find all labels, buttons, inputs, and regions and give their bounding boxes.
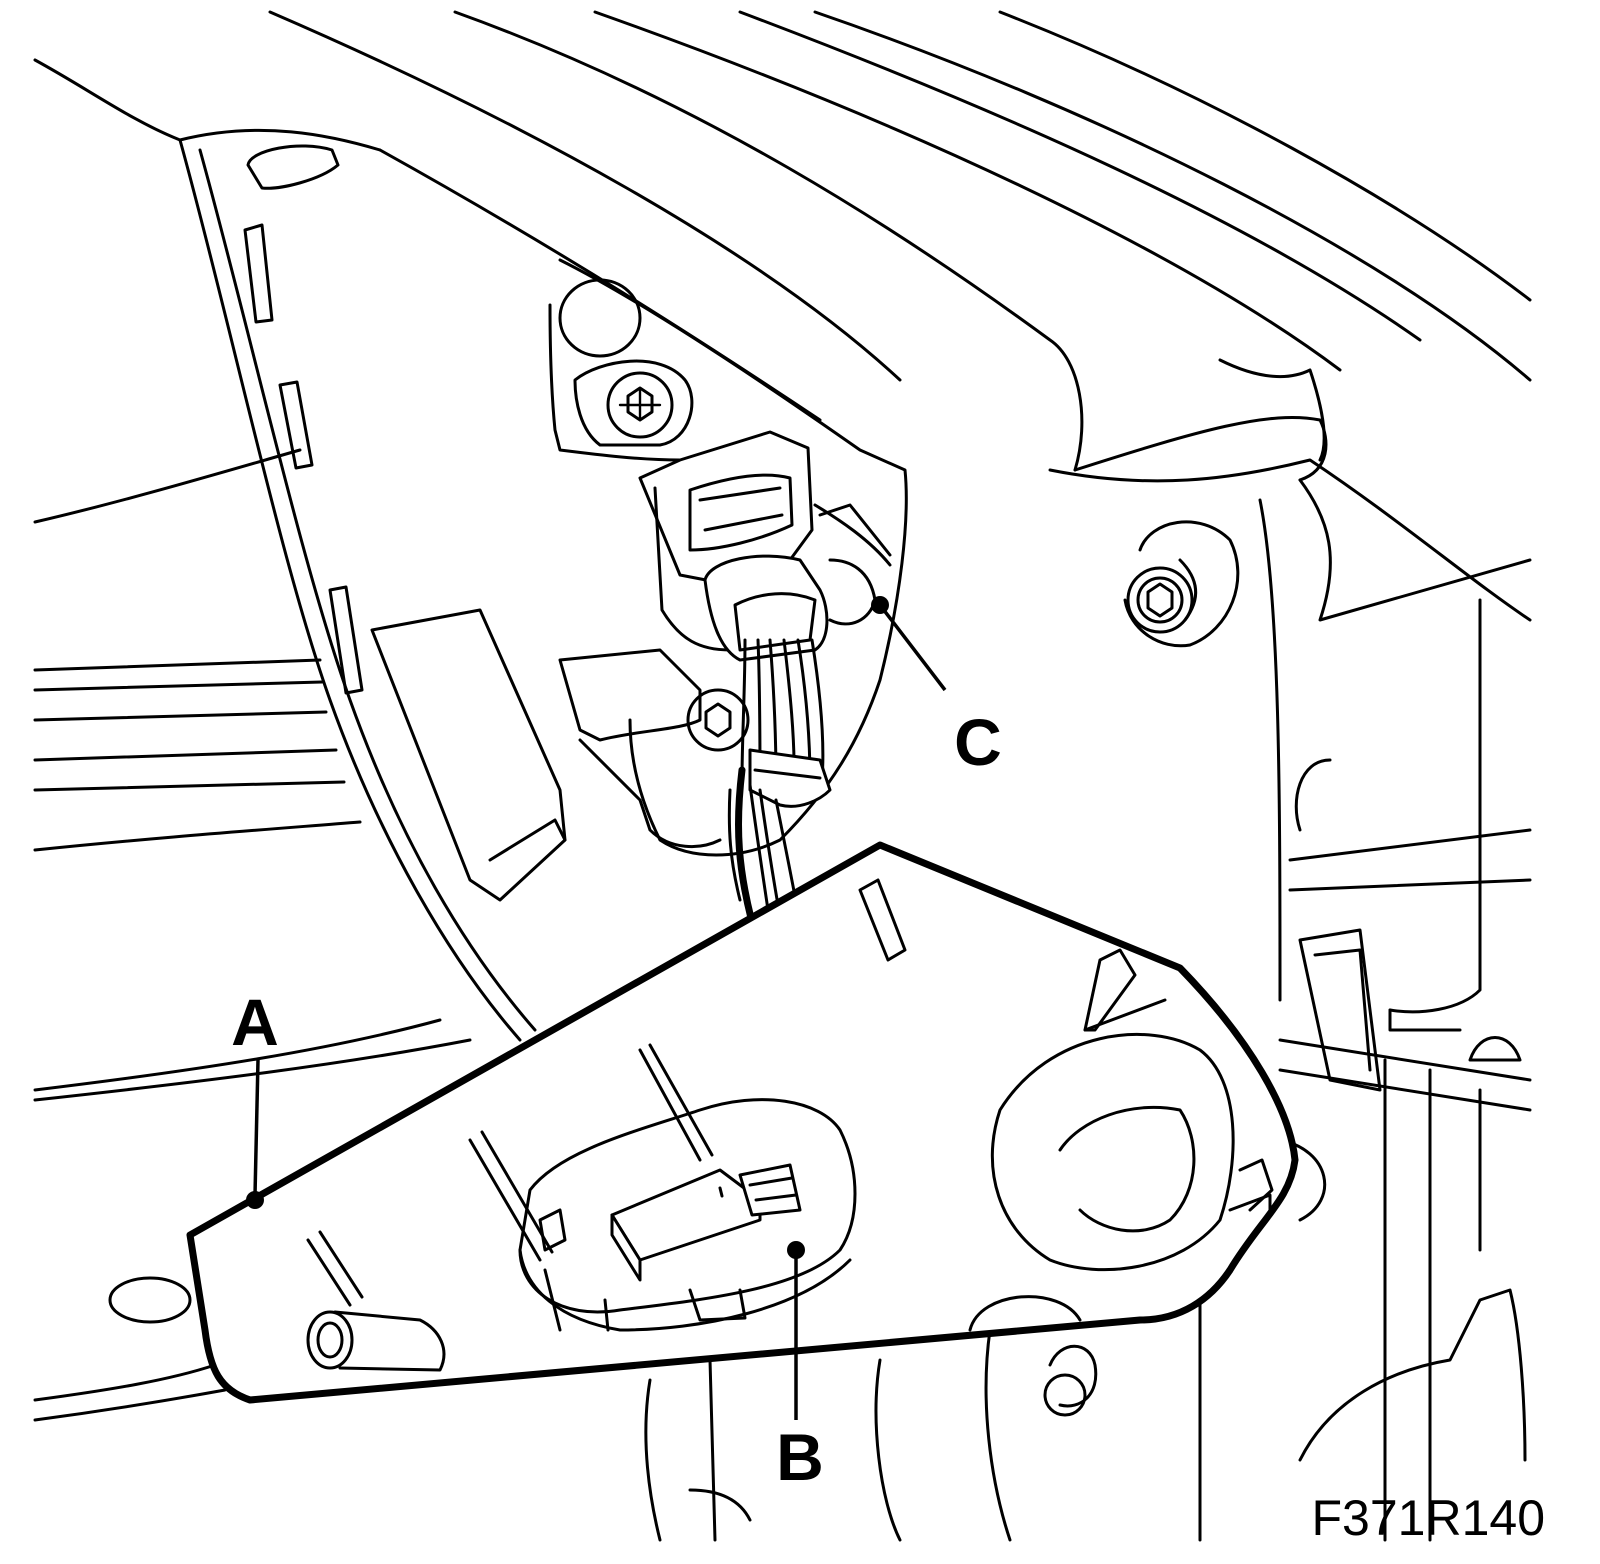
figure-code: F371R140 (1312, 1490, 1546, 1546)
module-b (518, 1098, 857, 1332)
callout-c: C (871, 596, 1002, 779)
callout-b: B (776, 1241, 824, 1494)
callout-a-label: A (231, 985, 279, 1059)
trim-panel-a (186, 841, 1299, 1404)
callout-c-label: C (954, 705, 1002, 779)
callout-a: A (231, 985, 279, 1209)
background-body-panel (33, 10, 1532, 1542)
right-screw (1123, 520, 1240, 648)
connector-mount (548, 258, 908, 857)
misc-background-parts (108, 928, 1522, 1417)
callout-b-label: B (776, 1420, 824, 1494)
